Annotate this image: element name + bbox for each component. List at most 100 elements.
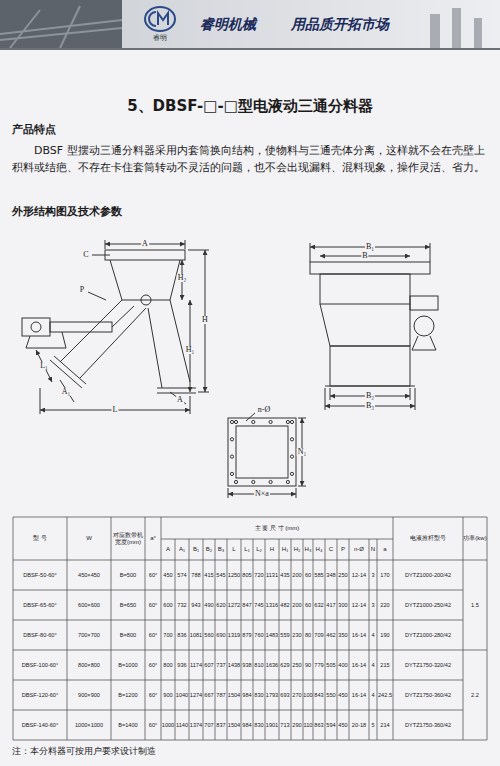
table-subheader: H₁ <box>279 539 291 560</box>
table-cell: 60° <box>145 590 161 620</box>
table-cell: 788 <box>189 560 203 590</box>
table-cell: 1901 <box>265 710 279 740</box>
table-cell: 1000×1000 <box>67 710 111 740</box>
table-rule <box>253 539 254 740</box>
table-cell: 400 <box>337 650 349 680</box>
table-cell: DYTZ1750-360/42 <box>393 710 463 740</box>
table-cell: 16-14 <box>349 650 369 680</box>
table-cell: B=1400 <box>111 710 145 740</box>
table-cell: B=800 <box>111 620 145 650</box>
table-cell: 450 <box>337 710 349 740</box>
table-rule <box>377 539 378 740</box>
dimension-label: H₁ <box>185 346 196 354</box>
table-subheader: H₃ <box>303 539 313 560</box>
table-cell: 732 <box>175 590 189 620</box>
header-banner <box>0 0 500 50</box>
table-cell: 545 <box>215 560 227 590</box>
table-cell: 490 <box>203 590 215 620</box>
table-cell: 16-14 <box>349 680 369 710</box>
table-subheader: B₃ <box>215 539 227 560</box>
table-rule <box>241 539 242 740</box>
table-rule <box>175 539 176 740</box>
table-cell: 1316 <box>265 590 279 620</box>
table-cell: 737 <box>215 650 227 680</box>
table-cell: 12-14 <box>349 590 369 620</box>
bolt-hole <box>269 480 272 483</box>
table-cell: 632 <box>313 590 325 620</box>
table-header: 主 要 尺 寸 (mm) <box>161 517 393 539</box>
slogan: 用品质开拓市场 <box>290 17 390 31</box>
table-cell: DYTZ1000-280/42 <box>393 620 463 650</box>
dimension-label: B <box>361 252 368 260</box>
table-cell: 270 <box>291 680 303 710</box>
table-subheader: B₁ <box>189 539 203 560</box>
table-cell: 110 <box>303 710 313 740</box>
bolt-hole <box>252 480 255 483</box>
table-cell: 214 <box>377 710 393 740</box>
table-cell: 560 <box>203 620 215 650</box>
table-cell: 450 <box>337 680 349 710</box>
table-cell: DBSF-50-60° <box>13 560 67 590</box>
bolt-hole <box>230 438 233 441</box>
table-subheader: H₄ <box>313 539 325 560</box>
table-cell: B=1200 <box>111 680 145 710</box>
table-cell: DBSF-120-60° <box>13 680 67 710</box>
table-cell: 779 <box>313 650 325 680</box>
table-cell: 60° <box>145 560 161 590</box>
table-cell: 80 <box>303 620 313 650</box>
table-cell: 100 <box>303 680 313 710</box>
table-cell: 300 <box>337 590 349 620</box>
table-cell: 700×700 <box>67 620 111 650</box>
table-subheader: B₂ <box>203 539 215 560</box>
table-cell: 200 <box>291 590 303 620</box>
table-cell: 250 <box>337 560 349 590</box>
bolt-hole <box>290 472 293 475</box>
table-rule <box>13 740 487 741</box>
table-grid <box>13 517 487 740</box>
table-cell: 350 <box>337 620 349 650</box>
table-subheader: P <box>337 539 349 560</box>
bolt-hole <box>230 420 233 423</box>
bolt-hole <box>290 420 293 423</box>
dimension-label: L <box>112 406 119 414</box>
table-cell: 620 <box>215 590 227 620</box>
table-cell: 1040 <box>175 680 189 710</box>
table-subheader: C <box>325 539 337 560</box>
table-cell: 984 <box>241 710 253 740</box>
table-cell: 693 <box>279 680 291 710</box>
table-cell: 1438 <box>227 650 241 680</box>
table-cell: 4 <box>369 650 377 680</box>
table-cell: 720 <box>253 560 265 590</box>
dimension-label: A₁ <box>61 388 72 396</box>
table-cell: 1504 <box>227 680 241 710</box>
table-subheader: L₁ <box>241 539 253 560</box>
table-cell: DYTZ1750-360/42 <box>393 680 463 710</box>
table-header: 电液推杆型号 <box>393 517 463 560</box>
table-cell: 690 <box>215 620 227 650</box>
table-cell: 230 <box>291 620 303 650</box>
table-cell: 1000 <box>161 710 175 740</box>
table-subheader: N <box>369 539 377 560</box>
dimension-label: N₁ <box>297 448 308 456</box>
table-cell: 1504 <box>227 710 241 740</box>
table-cell: 836 <box>175 620 189 650</box>
table-header: 型 号 <box>13 517 67 560</box>
table-cell: 847 <box>241 590 253 620</box>
table-cell: 1793 <box>265 680 279 710</box>
table-cell: 550 <box>325 680 337 710</box>
table-rule <box>325 539 326 740</box>
table-rule <box>291 539 292 740</box>
bolt-hole <box>290 455 293 458</box>
bolt-hole <box>286 480 289 483</box>
table-cell: 250 <box>291 650 303 680</box>
bolt-hole <box>252 420 255 423</box>
table-cell: 805 <box>241 560 253 590</box>
table-cell: 1319 <box>227 620 241 650</box>
table-subheader: L <box>227 539 241 560</box>
table-cell: 607 <box>203 650 215 680</box>
table-cell: 2.2 <box>463 650 487 740</box>
table-rule <box>349 539 350 740</box>
table-rule <box>111 517 112 740</box>
table-cell: 787 <box>215 680 227 710</box>
table-cell: 450 <box>161 560 175 590</box>
